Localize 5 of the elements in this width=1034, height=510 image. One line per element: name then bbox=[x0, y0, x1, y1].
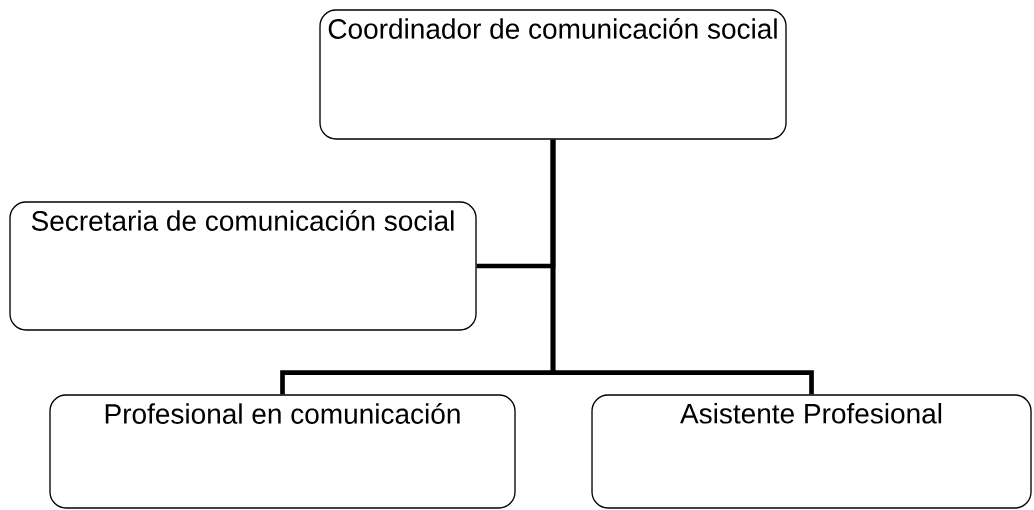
org-box: Profesional en comunicación bbox=[49, 394, 516, 509]
org-box: Asistente Profesional bbox=[591, 394, 1032, 509]
org-box: Coordinador de comunicación social bbox=[319, 9, 787, 140]
connector-line bbox=[550, 139, 814, 395]
org-box: Secretaria de comunicación social bbox=[9, 201, 477, 331]
